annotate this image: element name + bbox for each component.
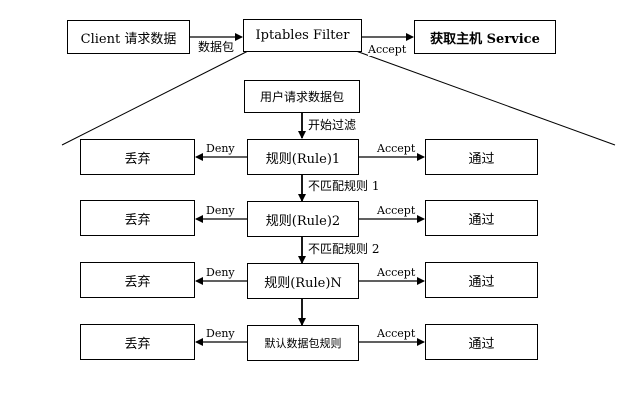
mismatch-label-2: 不匹配规则 2 [308, 242, 380, 256]
accept-label-1: Accept [377, 142, 416, 155]
iptables-filter-box: Iptables Filter [243, 19, 362, 52]
deny-label-3: Deny [206, 266, 235, 279]
accept-label-3: Accept [377, 266, 416, 279]
drop-box-4: 丢弃 [80, 324, 195, 360]
deny-label-2: Deny [206, 204, 235, 217]
rule-box-n: 规则(Rule)N [247, 263, 359, 299]
user-request-packet-box: 用户请求数据包 [244, 80, 360, 113]
rule-box-1: 规则(Rule)1 [247, 139, 359, 175]
host-service-box: 获取主机 Service [414, 20, 556, 54]
pass-box-3: 通过 [425, 262, 538, 298]
deny-label-4: Deny [206, 327, 235, 340]
pass-box-4: 通过 [425, 324, 538, 360]
funnel-line-right [355, 50, 616, 146]
deny-label-1: Deny [206, 142, 235, 155]
default-rule-box: 默认数据包规则 [247, 325, 359, 361]
accept-label-4: Accept [377, 327, 416, 340]
drop-box-1: 丢弃 [80, 139, 195, 175]
pass-box-2: 通过 [425, 200, 538, 236]
client-request-box: Client 请求数据 [67, 20, 190, 54]
packet-label: 数据包 [198, 40, 235, 54]
accept-label-2: Accept [377, 204, 416, 217]
pass-box-1: 通过 [425, 139, 538, 175]
start-filter-label: 开始过滤 [308, 118, 357, 132]
drop-box-2: 丢弃 [80, 200, 195, 236]
rule-box-2: 规则(Rule)2 [247, 201, 359, 237]
mismatch-label-1: 不匹配规则 1 [308, 179, 380, 193]
drop-box-3: 丢弃 [80, 262, 195, 298]
funnel-line-left [61, 50, 249, 146]
top-accept-label: Accept [368, 43, 407, 56]
